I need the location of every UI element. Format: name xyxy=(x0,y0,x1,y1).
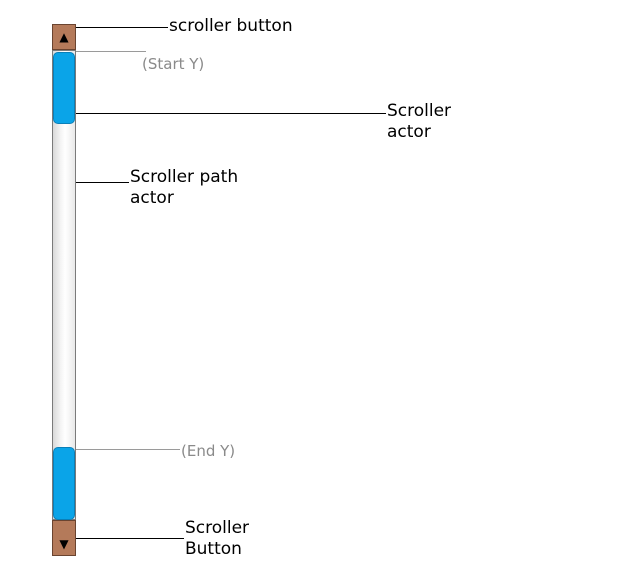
leader-line-scroller-button-top xyxy=(76,27,168,28)
label-scroller-button-bottom-line1: Scroller xyxy=(185,518,250,538)
leader-line-scroller-path xyxy=(76,182,129,183)
label-scroller-button-bottom-line2: Button xyxy=(185,539,242,559)
label-scroller-path-line1: Scroller path xyxy=(130,167,239,187)
scroller-path xyxy=(52,50,76,520)
scroller-thumb-bottom[interactable] xyxy=(53,447,75,520)
up-arrow-icon: ▲ xyxy=(59,30,69,44)
leader-line-scroller-actor xyxy=(76,113,386,114)
label-end-y: (End Y) xyxy=(181,442,236,460)
down-arrow-icon: ▼ xyxy=(59,537,69,551)
label-scroller-actor-line2: actor xyxy=(387,122,431,142)
leader-line-start-y xyxy=(76,51,146,52)
label-scroller-button-top: scroller button xyxy=(169,16,293,36)
label-scroller-path-line2: actor xyxy=(130,188,174,208)
scroll-up-button[interactable]: ▲ xyxy=(52,24,76,50)
leader-line-scroller-button-bottom xyxy=(76,538,184,539)
label-scroller-actor-line1: Scroller xyxy=(387,101,452,121)
leader-line-end-y xyxy=(76,449,180,450)
scroller-thumb-top[interactable] xyxy=(53,52,75,124)
label-start-y: (Start Y) xyxy=(142,55,205,73)
scroll-down-button[interactable]: ▼ xyxy=(52,520,76,556)
